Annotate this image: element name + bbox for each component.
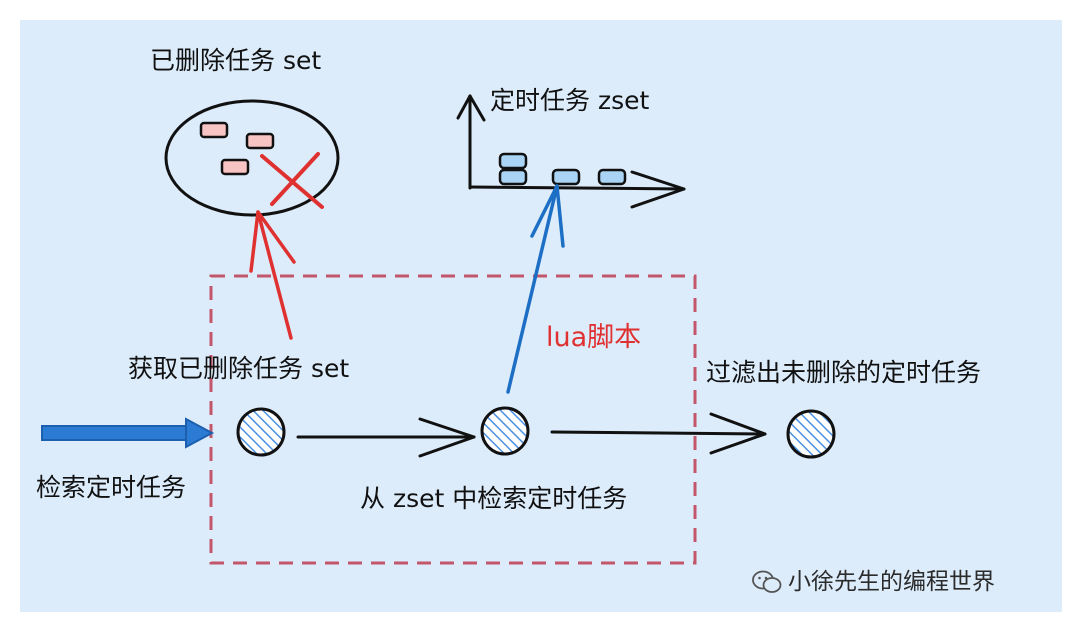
deleted-set-title: 已删除任务 set	[150, 46, 322, 75]
flow-node-get-deleted	[236, 407, 286, 457]
red-cross-icon	[260, 152, 324, 209]
red-arrow	[249, 210, 296, 340]
flow-node-filter	[786, 409, 836, 459]
flow-arrow	[550, 412, 767, 455]
zset-task-item	[597, 168, 627, 186]
zset-axes	[456, 94, 686, 209]
deleted-set-ellipse	[164, 99, 340, 217]
zset-task-item	[551, 168, 581, 186]
zset-task-item	[498, 152, 528, 170]
retrieve-tasks-label: 检索定时任务	[36, 473, 187, 502]
deleted-task-item	[245, 132, 275, 150]
flow-node-retrieve-zset	[480, 406, 530, 456]
filter-undeleted-label: 过滤出未删除的定时任务	[706, 358, 982, 387]
deleted-task-item	[220, 158, 250, 176]
retrieve-from-zset-label: 从 zset 中检索定时任务	[360, 484, 628, 513]
watermark: 小徐先生的编程世界	[752, 567, 995, 597]
entry-arrow	[41, 417, 215, 449]
diagram-background	[20, 20, 1062, 612]
deleted-task-item	[199, 121, 229, 139]
lua-script-label: lua脚本	[546, 322, 642, 353]
get-deleted-set-label: 获取已删除任务 set	[128, 354, 350, 383]
zset-task-item	[498, 168, 528, 186]
lua-script-boundary	[209, 274, 697, 565]
blue-arrow	[506, 184, 565, 394]
zset-title: 定时任务 zset	[490, 86, 650, 115]
flow-arrow	[296, 417, 476, 458]
watermark-text: 小徐先生的编程世界	[788, 569, 995, 595]
wechat-icon	[752, 570, 782, 593]
